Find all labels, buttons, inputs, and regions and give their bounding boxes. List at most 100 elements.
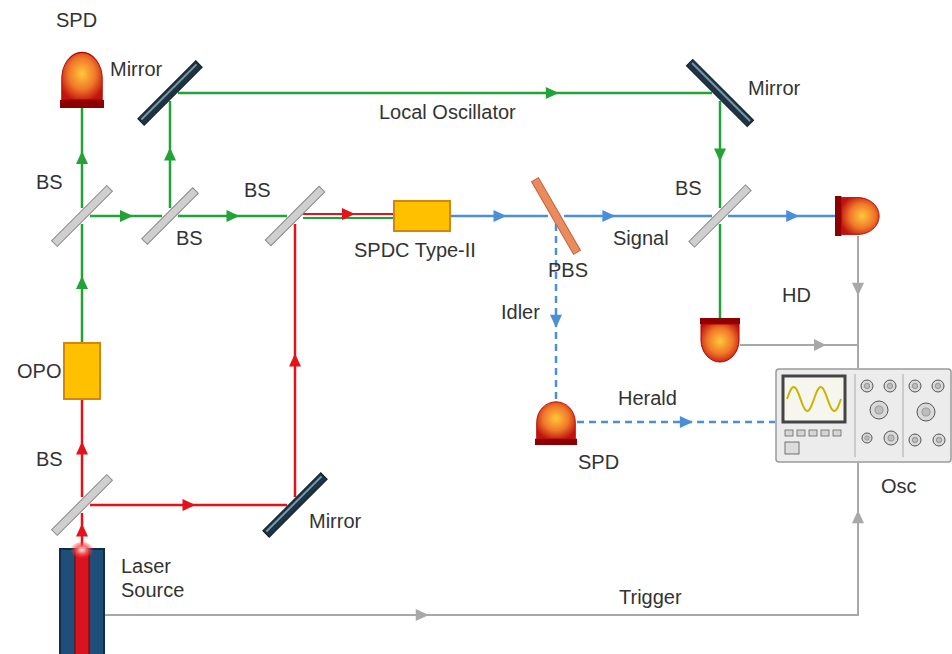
detector-dome bbox=[62, 52, 102, 100]
panel-button bbox=[785, 430, 793, 436]
waveform-trace bbox=[787, 387, 841, 411]
photodetector: HD bbox=[835, 196, 881, 236]
mirror: Mirror bbox=[162, 85, 178, 101]
arrowhead bbox=[680, 416, 693, 428]
mirror-symbol bbox=[287, 497, 303, 513]
mirror-slab bbox=[686, 59, 753, 126]
beam-splitter: BS bbox=[74, 497, 90, 513]
control-knob bbox=[909, 434, 921, 446]
component-label: SPD bbox=[56, 8, 97, 32]
signal-cable bbox=[740, 344, 858, 346]
arrowhead bbox=[494, 210, 507, 222]
beam-connector bbox=[451, 210, 548, 222]
beam-splitter: BS bbox=[287, 208, 303, 224]
beam-label: Herald bbox=[617, 386, 678, 410]
detector-base bbox=[535, 439, 577, 445]
beam-connector bbox=[164, 101, 176, 208]
oscilloscope-body bbox=[776, 369, 951, 462]
beam-path bbox=[303, 217, 393, 219]
laser-source: Laser Source bbox=[59, 548, 105, 654]
beam-connector bbox=[852, 236, 864, 368]
panel-divider bbox=[903, 374, 904, 457]
arrowhead bbox=[786, 210, 799, 222]
beam-splitter-body bbox=[265, 186, 324, 245]
beam-path bbox=[178, 92, 712, 95]
photodetector: SPD bbox=[60, 50, 104, 108]
component-label: BS bbox=[244, 178, 271, 202]
knob-cap bbox=[922, 408, 930, 416]
control-knob bbox=[917, 403, 935, 421]
knob-cap bbox=[888, 435, 894, 441]
control-knob bbox=[884, 431, 898, 445]
arrowhead bbox=[76, 442, 88, 455]
knob-cap bbox=[936, 437, 941, 442]
beam-splitter-symbol bbox=[74, 208, 90, 224]
arrowhead bbox=[416, 609, 429, 621]
beam-connector bbox=[577, 416, 775, 428]
arrowhead bbox=[76, 524, 88, 537]
detector-dome bbox=[537, 402, 576, 439]
knob-cap bbox=[912, 437, 917, 442]
arrowhead bbox=[289, 354, 301, 367]
polarizing-beam-splitter: PBS bbox=[548, 208, 564, 224]
beam-connector bbox=[178, 87, 712, 99]
arrowhead bbox=[714, 149, 726, 162]
component-label: SPD bbox=[578, 450, 619, 474]
beam-label: Local Oscillator bbox=[378, 100, 517, 124]
laser-source-symbol bbox=[59, 548, 105, 654]
oscilloscope-symbol bbox=[775, 368, 952, 463]
laser-rod bbox=[75, 551, 89, 654]
panel-button bbox=[809, 430, 817, 436]
beam-splitter-symbol bbox=[287, 208, 303, 224]
photodetector: SPD bbox=[535, 400, 577, 445]
arrowhead bbox=[814, 339, 826, 351]
component-label: SPDC Type-II bbox=[354, 238, 476, 262]
component-label: Mirror bbox=[748, 76, 800, 100]
arrowhead bbox=[342, 208, 355, 220]
control-knob bbox=[862, 433, 872, 443]
panel-divider bbox=[855, 374, 856, 457]
component-label: BS bbox=[176, 226, 203, 250]
control-knob bbox=[932, 380, 944, 392]
panel-button bbox=[821, 430, 829, 436]
knob-cap bbox=[887, 383, 892, 388]
arrowhead bbox=[852, 283, 864, 296]
mirror-symbol bbox=[712, 85, 728, 101]
connector-layer bbox=[76, 87, 864, 621]
component-label: Osc bbox=[881, 474, 917, 498]
arrowhead bbox=[76, 276, 88, 289]
beam-connector bbox=[550, 224, 562, 400]
beam-path bbox=[555, 224, 558, 400]
component-label: Mirror bbox=[309, 509, 361, 533]
control-knob bbox=[884, 380, 896, 392]
component-label: PBS bbox=[548, 258, 588, 282]
detector-group bbox=[535, 402, 577, 445]
component-label: BS bbox=[675, 176, 702, 200]
laser-glow bbox=[70, 541, 94, 559]
beam-splitter-symbol bbox=[712, 208, 728, 224]
beam-path bbox=[105, 463, 858, 615]
power-switch bbox=[785, 442, 799, 454]
polarizing-beam-splitter-symbol bbox=[548, 208, 564, 224]
beam-splitter-body bbox=[52, 475, 113, 536]
beam-label: Idler bbox=[500, 300, 541, 324]
mirror: Mirror bbox=[712, 85, 728, 101]
mirror-coating bbox=[691, 62, 750, 121]
panel-button bbox=[797, 430, 805, 436]
beam-splitter-symbol bbox=[162, 208, 178, 224]
pbs-body bbox=[532, 178, 581, 255]
crystal-box bbox=[64, 343, 100, 399]
lo-beam bbox=[719, 224, 722, 318]
detector-group bbox=[835, 196, 879, 236]
mirror: Mirror bbox=[287, 497, 303, 513]
component-label: HD bbox=[782, 283, 811, 307]
control-knob bbox=[909, 380, 921, 392]
arrowhead bbox=[602, 210, 615, 222]
beam-connector bbox=[105, 463, 864, 621]
knob-cap bbox=[935, 383, 940, 388]
laser-housing bbox=[60, 549, 104, 654]
spdc-crystal: SPDC Type-II bbox=[393, 200, 451, 232]
beam-path bbox=[577, 421, 775, 424]
beam-connector bbox=[76, 224, 88, 342]
